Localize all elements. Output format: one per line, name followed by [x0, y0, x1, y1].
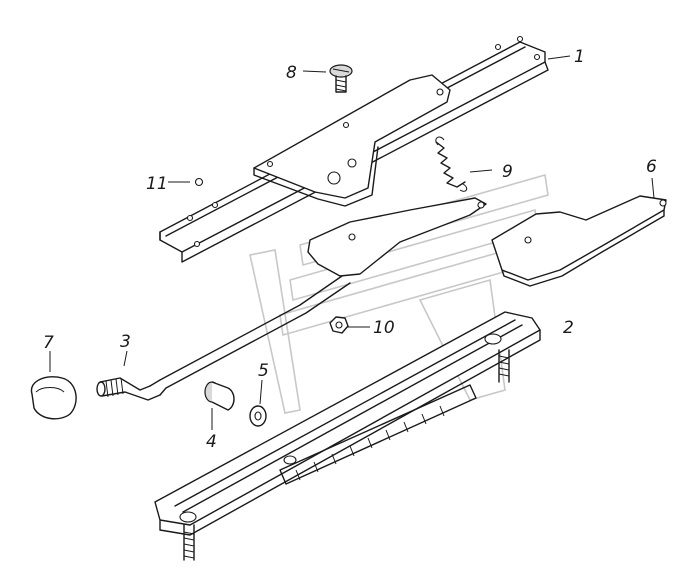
callout-6: 6: [646, 157, 657, 177]
part-4-bushing: [204, 381, 235, 411]
part-8-screw: [329, 64, 353, 93]
callout-8: 8: [286, 63, 297, 83]
part-6-lock-plate: [491, 195, 667, 287]
part-10-nut: [329, 316, 349, 334]
callout-7: 7: [43, 333, 54, 353]
part-9-spring: [435, 136, 468, 192]
leader-lines: [49, 55, 655, 430]
callout-11: 11: [146, 174, 168, 194]
callout-4: 4: [206, 432, 217, 452]
part-7-knob: [30, 376, 77, 420]
part-1-upper-rail: [159, 35, 549, 263]
callout-10: 10: [373, 318, 395, 338]
callout-3: 3: [120, 332, 131, 352]
callout-9: 9: [502, 162, 513, 182]
part-3-release-lever: [96, 197, 487, 401]
callout-5: 5: [258, 361, 269, 381]
callout-labels: 1 2 3 4 5 6 7 8 9 10 11: [43, 47, 657, 452]
callout-1: 1: [574, 47, 585, 67]
part-11-ball: [194, 177, 204, 187]
callout-2: 2: [563, 318, 574, 338]
part-5-washer: [249, 405, 267, 427]
part-2-lower-rail: [154, 311, 541, 561]
